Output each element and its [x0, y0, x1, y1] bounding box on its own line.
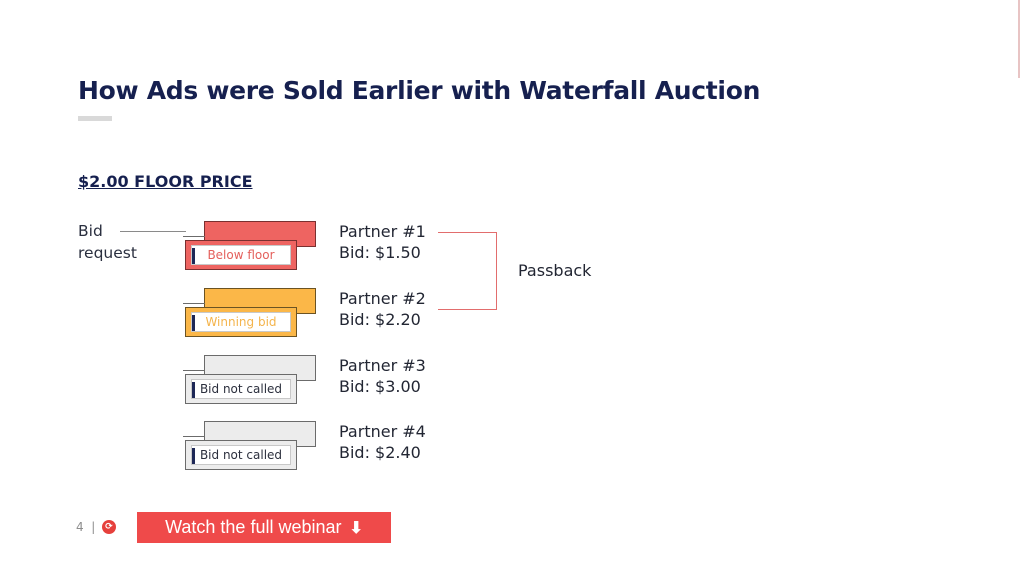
partner-4-info: Partner #4 Bid: $2.40 [339, 421, 426, 463]
card-marker [192, 448, 195, 464]
partner-1-card: Below floor [183, 221, 317, 271]
partner-1-info: Partner #1 Bid: $1.50 [339, 221, 426, 263]
partner-3-card: Bid not called [183, 355, 317, 405]
card-marker [192, 248, 195, 264]
card-label: Below floor [191, 245, 291, 265]
footer-separator: | [91, 520, 96, 534]
partner-bid: Bid: $2.40 [339, 443, 421, 462]
card-tab [183, 303, 205, 304]
floor-price-heading: $2.00 FLOOR PRICE [78, 172, 253, 191]
card-front: Bid not called [185, 440, 297, 470]
brand-logo-icon: ⟳ [102, 520, 116, 534]
slide-edge-line [1018, 0, 1020, 78]
partner-3-info: Partner #3 Bid: $3.00 [339, 355, 426, 397]
partner-name: Partner #2 [339, 289, 426, 308]
title-underline [78, 116, 112, 121]
partner-name: Partner #4 [339, 422, 426, 441]
arrow-down-icon: ⬇ [349, 519, 363, 537]
page-number-value: 4 [76, 520, 84, 534]
partner-bid: Bid: $2.20 [339, 310, 421, 329]
partner-2-info: Partner #2 Bid: $2.20 [339, 288, 426, 330]
passback-label: Passback [518, 261, 592, 280]
partner-name: Partner #3 [339, 356, 426, 375]
card-tab [183, 370, 205, 371]
passback-bracket [438, 232, 497, 310]
bid-request-label: Bid request [78, 222, 137, 262]
card-label: Bid not called [191, 379, 291, 399]
bid-request-connector [120, 231, 186, 232]
card-tab [183, 436, 205, 437]
card-label: Winning bid [191, 312, 291, 332]
watch-webinar-label: Watch the full webinar [165, 517, 342, 537]
card-front: Below floor [185, 240, 297, 270]
card-marker [192, 382, 195, 398]
page-number: 4 | [76, 520, 95, 534]
partner-name: Partner #1 [339, 222, 426, 241]
slide-title: How Ads were Sold Earlier with Waterfall… [78, 76, 761, 105]
watch-webinar-button[interactable]: Watch the full webinar ⬇ [137, 512, 391, 543]
card-front: Bid not called [185, 374, 297, 404]
partner-4-card: Bid not called [183, 421, 317, 471]
partner-2-card: Winning bid [183, 288, 317, 338]
card-marker [192, 315, 195, 331]
partner-bid: Bid: $3.00 [339, 377, 421, 396]
partner-bid: Bid: $1.50 [339, 243, 421, 262]
card-tab [183, 236, 205, 237]
card-front: Winning bid [185, 307, 297, 337]
card-label: Bid not called [191, 445, 291, 465]
